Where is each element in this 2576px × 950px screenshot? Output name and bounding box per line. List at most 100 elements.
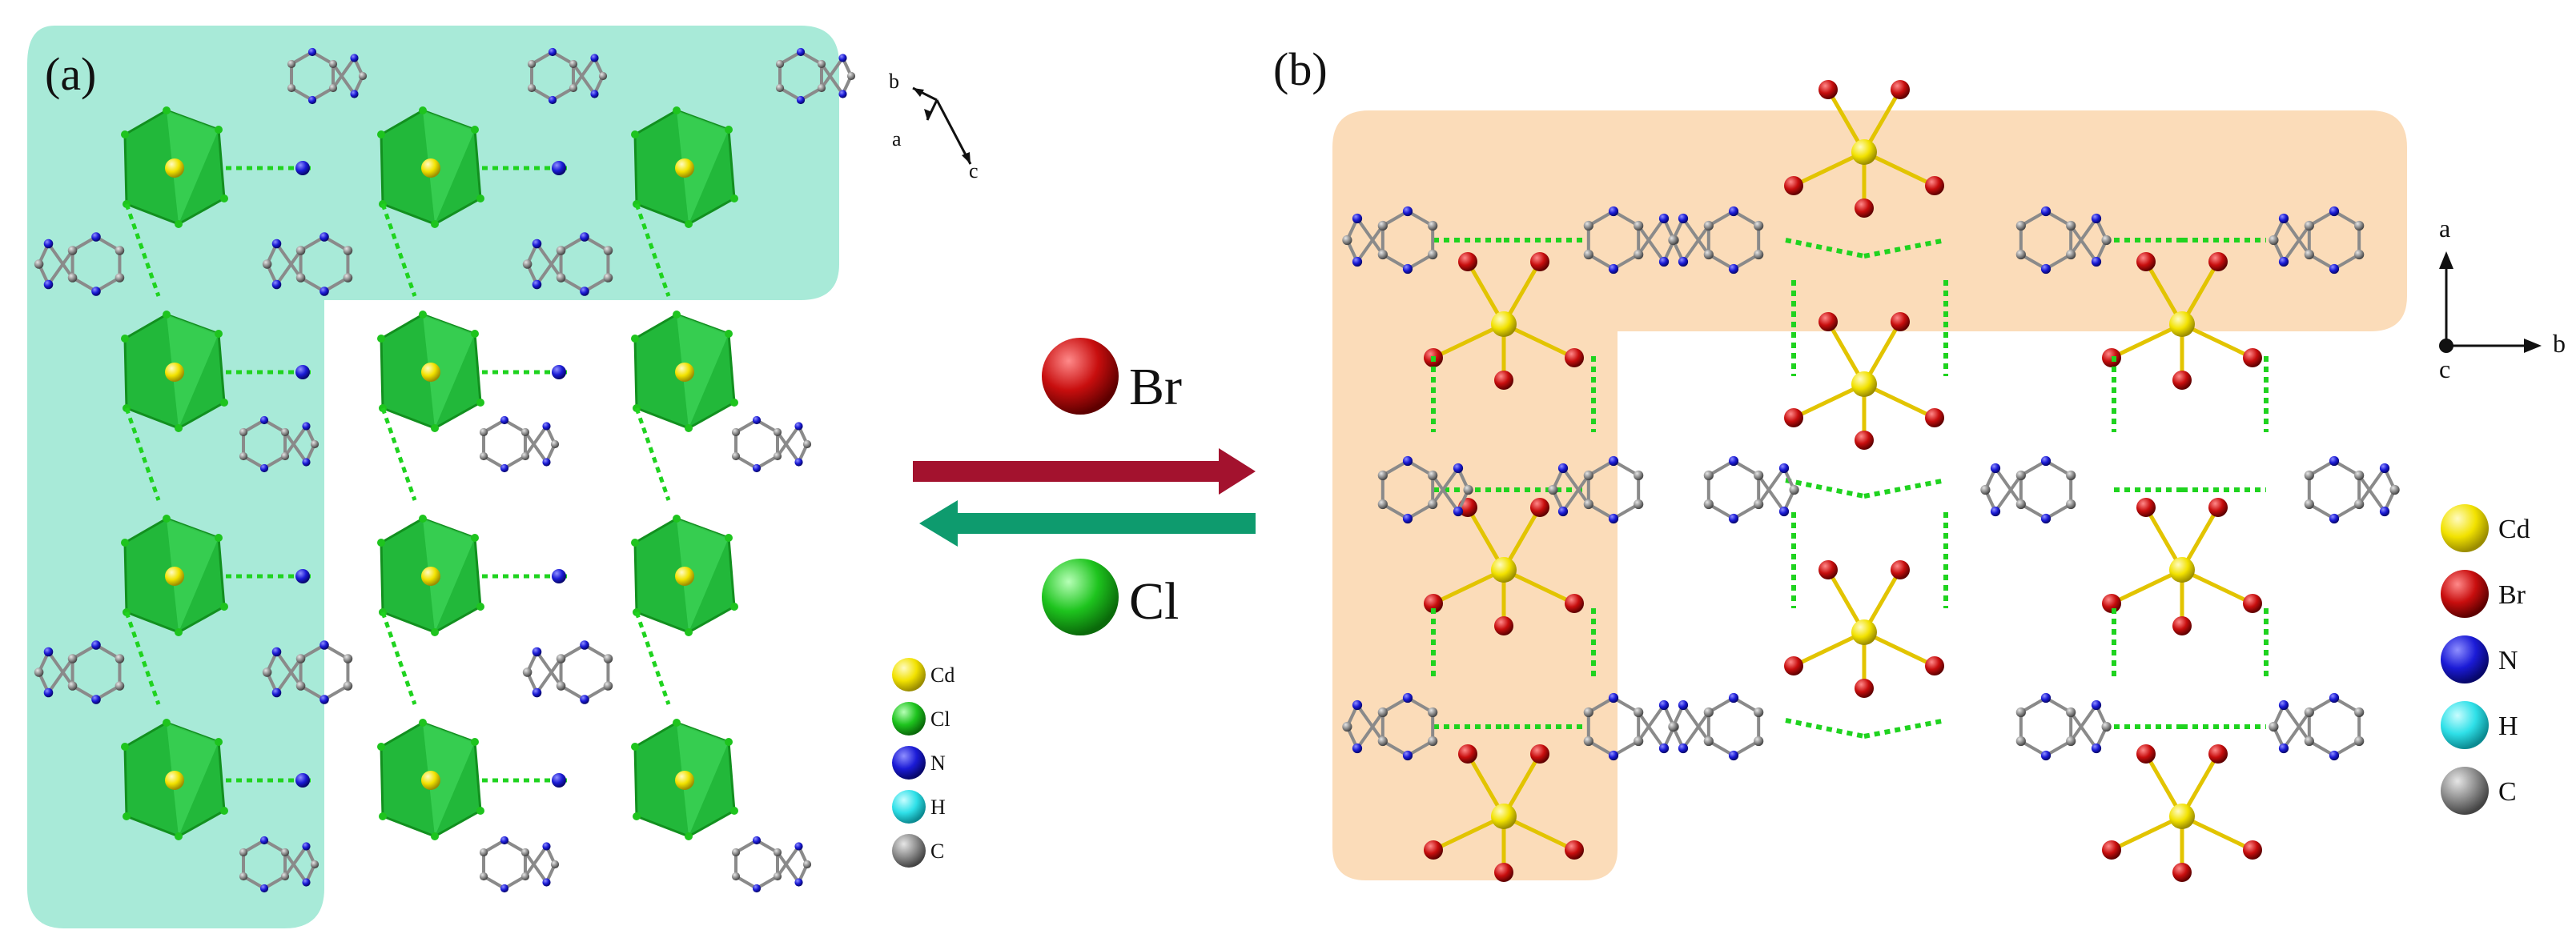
nitrogen-atom <box>1402 692 1413 703</box>
nitrogen-atom <box>580 695 589 704</box>
nitrogen-atom <box>43 687 54 698</box>
carbon-atom <box>1634 499 1644 510</box>
ring-bond <box>1431 474 1460 513</box>
chlorine-atom <box>431 424 439 432</box>
chlorine-atom <box>215 534 223 542</box>
nitrogen-atom <box>2278 213 2289 224</box>
chlorine-atom <box>471 534 479 542</box>
carbon-atom <box>731 872 741 881</box>
carbon-atom <box>1428 470 1438 481</box>
chlorine-atom <box>631 743 639 751</box>
legend-a-cl-sphere <box>892 702 926 736</box>
nitrogen-atom <box>752 884 762 893</box>
bromine-atom <box>2208 498 2228 517</box>
nitrogen-atom <box>1402 263 1413 275</box>
nitrogen-atom <box>295 365 310 379</box>
nitrogen-atom <box>91 232 101 242</box>
carbon-atom <box>2015 249 2026 260</box>
polyhedron-face <box>167 315 219 428</box>
cd-br-bond <box>2109 322 2184 360</box>
carbon-atom <box>295 246 306 255</box>
nitrogen-atom <box>796 95 806 105</box>
carbon-atom <box>67 246 78 255</box>
carbon-atom <box>262 667 272 677</box>
carbon-atom <box>1583 736 1593 747</box>
chlorine-atom <box>419 719 427 727</box>
carbon-atom <box>1428 249 1438 260</box>
cadmium-atom <box>675 363 694 382</box>
ring-bond <box>331 56 356 90</box>
reverse-arrow-head <box>919 500 958 547</box>
nitrogen-atom <box>1352 256 1363 267</box>
nitrogen-atom <box>1453 463 1464 474</box>
chlorine-atom <box>121 539 129 547</box>
hydrogen-bond <box>1785 718 1865 739</box>
bromine-atom <box>1818 312 1838 331</box>
ring-bond <box>535 657 563 695</box>
nitrogen-atom <box>532 239 542 249</box>
bromine-atom <box>2172 863 2192 882</box>
carbon-atom <box>1754 249 1764 260</box>
panel-b-label: (b) <box>1273 43 1328 95</box>
hydrogen-bond <box>380 611 417 705</box>
ring-bond <box>523 431 549 464</box>
chlorine-atom <box>633 812 641 820</box>
carbon-atom <box>1583 249 1593 260</box>
bromine-atom <box>1925 656 1944 675</box>
nitrogen-atom <box>2040 206 2052 217</box>
bromine-atom <box>1855 431 1874 450</box>
chlorine-atom <box>631 130 639 138</box>
carbon-atom <box>1428 220 1438 231</box>
nitrogen-atom <box>295 773 310 788</box>
nitrogen-atom <box>2329 513 2340 524</box>
nitrogen-atom <box>1678 743 1689 754</box>
panel-a-structure <box>34 47 856 893</box>
panel-a-axes: b a c <box>889 70 979 182</box>
nitrogen-atom <box>2091 256 2102 267</box>
carbon-atom <box>1463 484 1473 495</box>
nitrogen-atom <box>1352 699 1363 711</box>
chlorine-atom <box>471 738 479 746</box>
nitrogen-atom <box>1402 750 1413 761</box>
carbon-atom <box>1703 470 1714 481</box>
bromine-atom <box>1855 679 1874 698</box>
bromine-atom <box>2102 840 2121 860</box>
chlorine-atom <box>685 424 693 432</box>
panel-a: (a) b a c Cd Cl N H C <box>27 26 979 928</box>
chlorine-atom <box>215 126 223 134</box>
carbon-atom <box>550 439 560 449</box>
chlorine-atom <box>215 330 223 338</box>
nitrogen-atom <box>552 365 566 379</box>
carbon-atom <box>34 259 44 269</box>
nitrogen-atom <box>91 287 101 296</box>
carbon-atom <box>520 427 530 437</box>
chlorine-atom <box>220 807 228 815</box>
nitrogen-atom <box>2040 692 2052 703</box>
panel-b: (b) a b c Cd Br N H C <box>1273 43 2566 882</box>
cd-br-bond <box>1862 382 1937 420</box>
chlorine-atom <box>673 311 681 319</box>
carbon-atom <box>1428 499 1438 510</box>
chlorine-atom <box>476 399 484 407</box>
nitrogen-atom <box>350 54 359 62</box>
cd-br-bond <box>2180 322 2255 360</box>
carbon-atom <box>2066 707 2076 718</box>
polyhedron-face <box>677 110 729 224</box>
carbon-atom <box>2269 234 2279 246</box>
ring-bond <box>1682 217 1710 256</box>
carbon-atom <box>280 427 290 437</box>
carbon-atom <box>2304 470 2314 481</box>
bromine-atom <box>2243 840 2262 860</box>
bromine-atom <box>1891 312 1910 331</box>
nitrogen-atom <box>91 695 101 704</box>
legend-b-n-label: N <box>2498 646 2518 675</box>
nitrogen-atom <box>1352 743 1363 754</box>
nitrogen-atom <box>1658 213 1670 224</box>
ring-bond <box>275 249 303 287</box>
chlorine-atom <box>163 106 171 114</box>
bromine-atom <box>1891 560 1910 579</box>
cd-br-bond <box>1791 382 1867 420</box>
nitrogen-atom <box>1778 506 1790 517</box>
carbon-atom <box>2101 234 2112 246</box>
ring-bond <box>46 650 74 687</box>
